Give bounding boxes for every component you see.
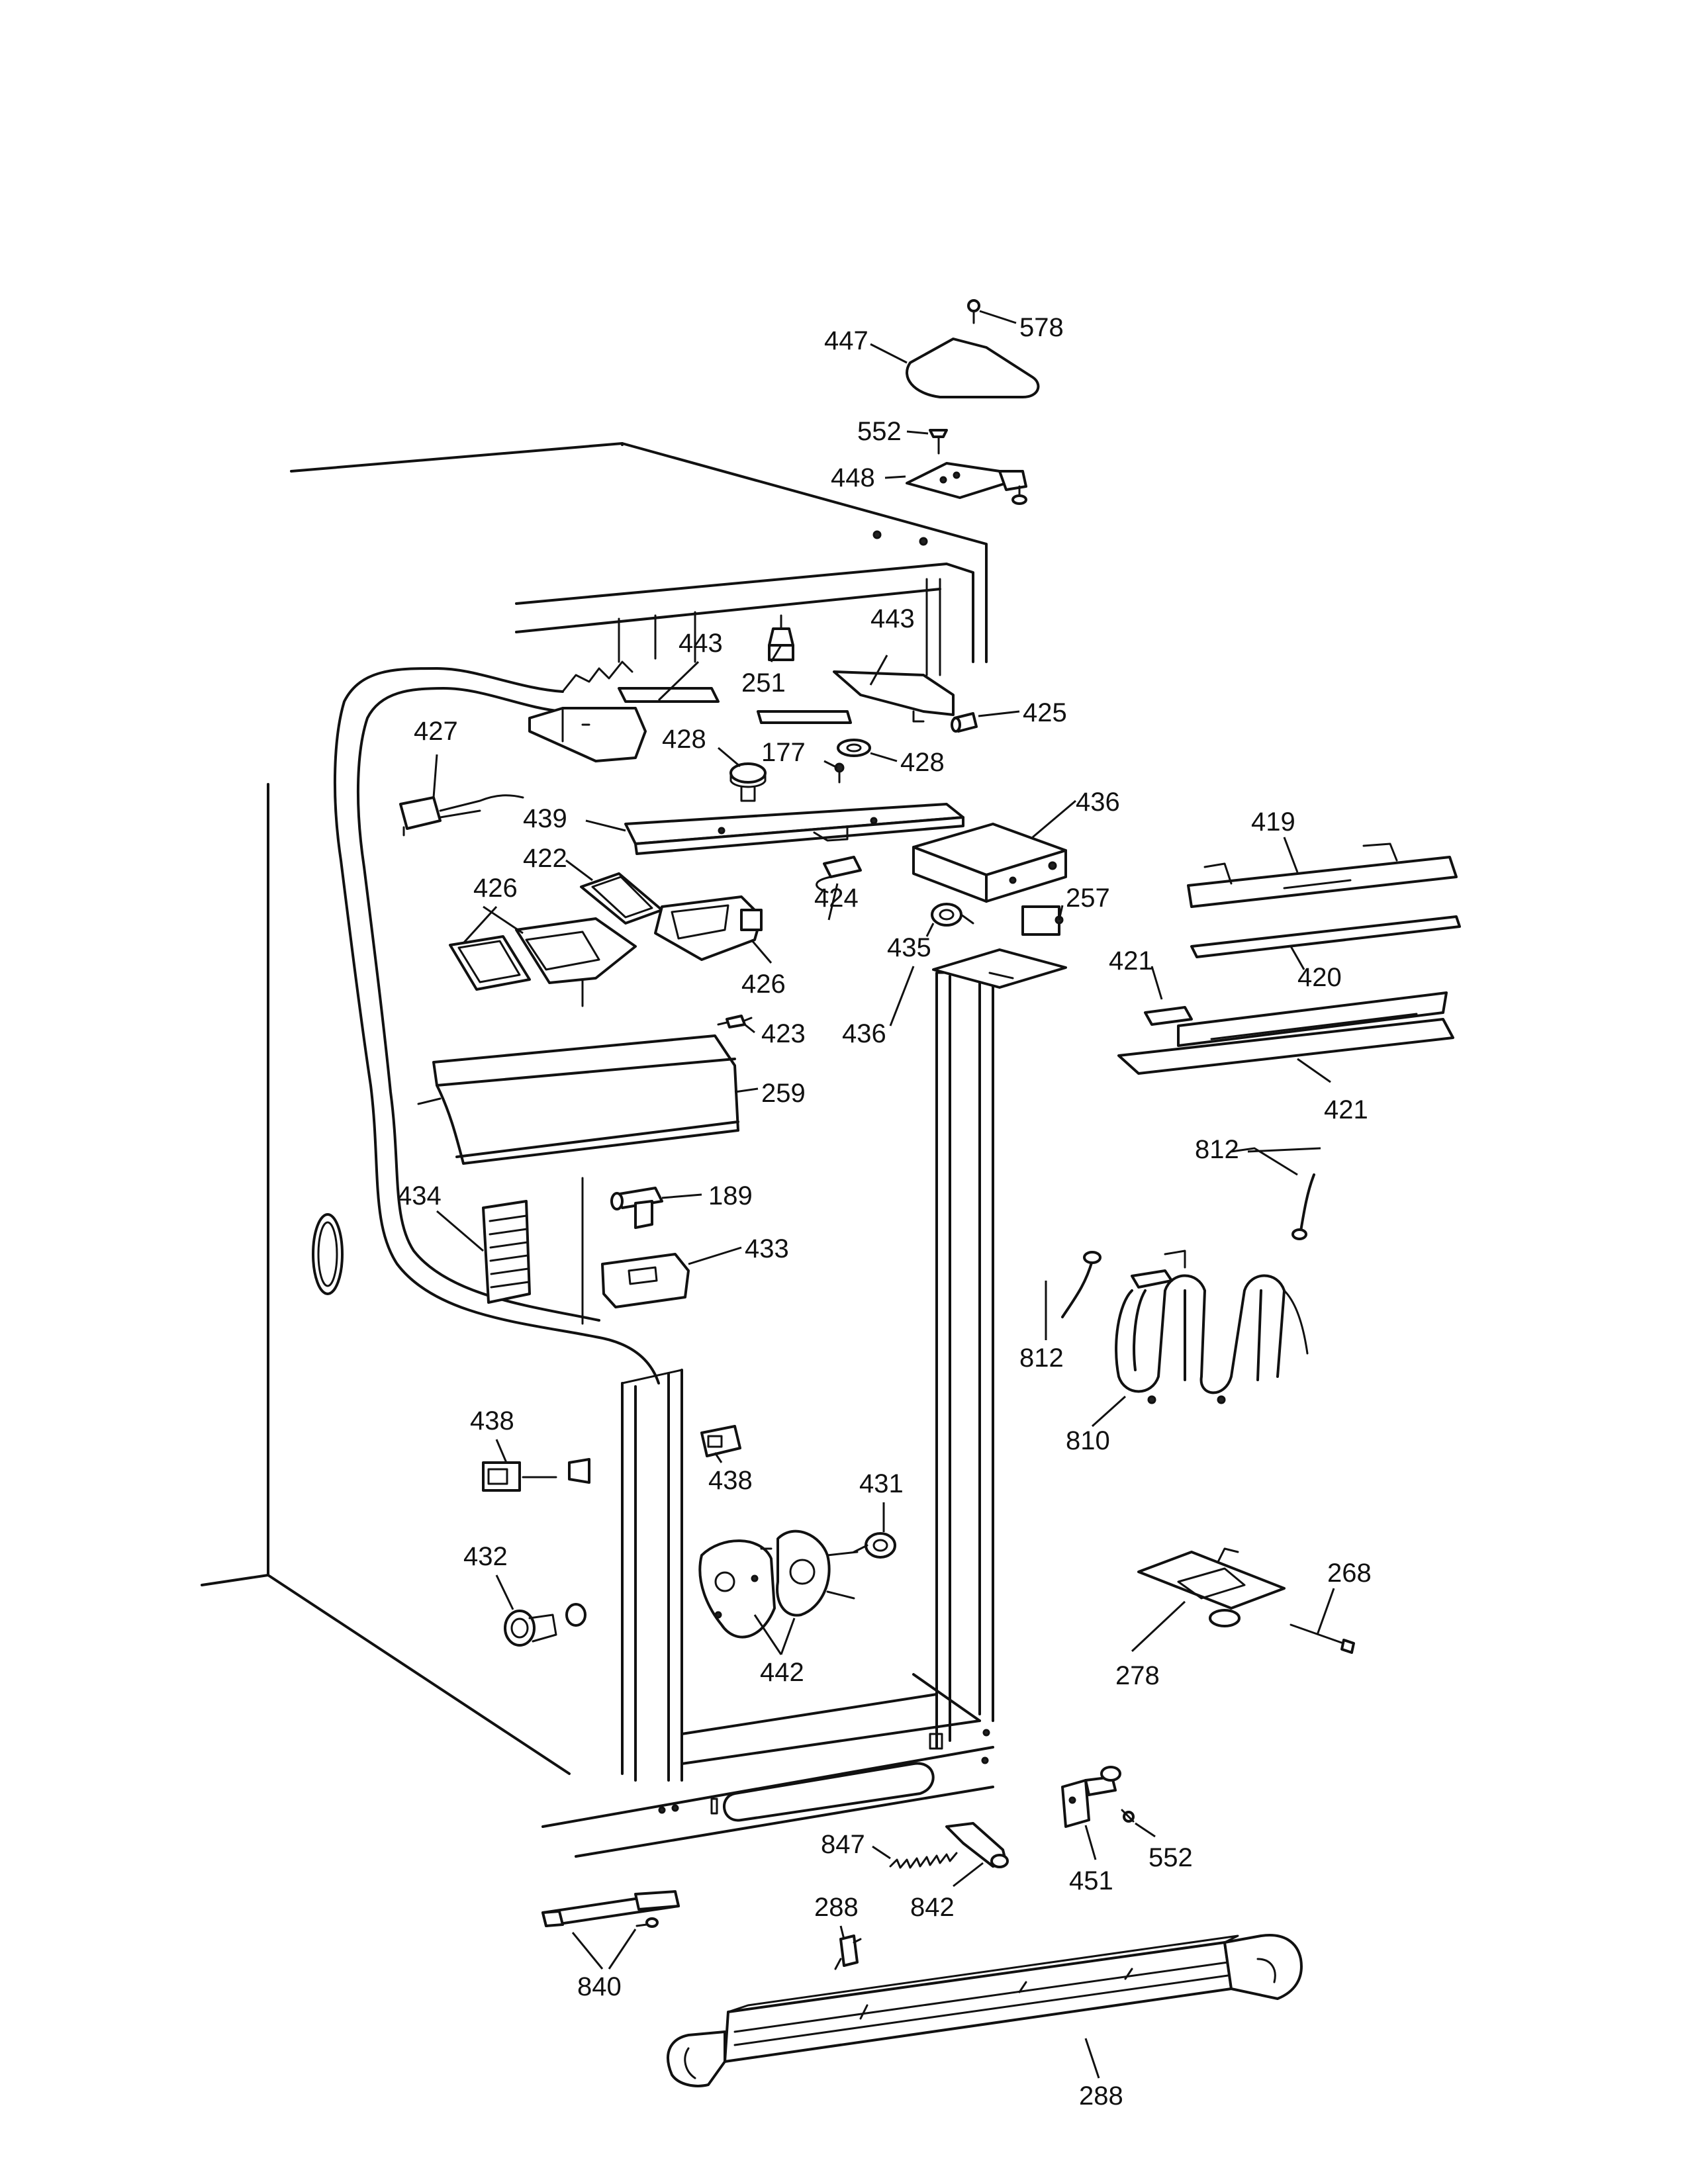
label-810: 810 xyxy=(1066,1426,1110,1455)
label-259: 259 xyxy=(761,1079,806,1108)
label-427: 427 xyxy=(414,717,458,746)
control-bracket-443-left xyxy=(528,687,720,762)
label-428-right: 428 xyxy=(900,748,945,777)
label-451: 451 xyxy=(1069,1866,1113,1895)
light-housing-421 xyxy=(1117,991,1454,1075)
label-251: 251 xyxy=(741,668,786,698)
label-425: 425 xyxy=(1023,698,1067,727)
pin-177 xyxy=(834,762,845,784)
control-box-436 xyxy=(912,823,1067,903)
label-436-bottom: 436 xyxy=(842,1019,886,1048)
label-419: 419 xyxy=(1251,807,1295,837)
light-shield-419 xyxy=(1187,842,1458,908)
part-labels: 578 447 552 448 443 443 251 425 427 428 … xyxy=(397,313,1372,2111)
label-847: 847 xyxy=(821,1830,865,1859)
label-426-right: 426 xyxy=(741,970,786,999)
door-stop-840 xyxy=(541,1890,680,1928)
control-knob-251 xyxy=(768,614,794,661)
label-552-top: 552 xyxy=(857,417,902,446)
label-424: 424 xyxy=(814,884,859,913)
label-177: 177 xyxy=(761,738,806,767)
label-421-bottom: 421 xyxy=(1324,1095,1368,1124)
label-288-clip: 288 xyxy=(814,1893,859,1922)
water-fitting-189 xyxy=(610,1187,663,1229)
base-grille-288 xyxy=(667,1934,1303,2087)
roller-bracket-278 xyxy=(1137,1547,1286,1627)
wire-connector-427 xyxy=(399,794,524,837)
control-housing-439 xyxy=(624,803,964,855)
label-278: 278 xyxy=(1115,1661,1160,1690)
label-423: 423 xyxy=(761,1019,806,1048)
label-268: 268 xyxy=(1327,1559,1372,1588)
label-443-right: 443 xyxy=(870,604,915,633)
label-431: 431 xyxy=(859,1469,904,1498)
top-hinge-448 xyxy=(906,462,1027,505)
label-426-left: 426 xyxy=(473,874,518,903)
label-422: 422 xyxy=(523,844,567,873)
switch-438-right xyxy=(700,1425,741,1457)
bushing-425 xyxy=(951,712,978,733)
drain-tube-812-lower xyxy=(1061,1259,1094,1318)
light-socket-435 xyxy=(931,903,974,927)
label-448: 448 xyxy=(831,463,875,492)
screw-552-bottom xyxy=(1121,1809,1135,1823)
air-duct-426-left xyxy=(449,935,531,991)
label-257: 257 xyxy=(1066,884,1110,913)
clip-288 xyxy=(834,1934,862,1970)
label-438-right: 438 xyxy=(708,1466,753,1495)
parts-drawings xyxy=(399,299,1461,2087)
label-812-upper: 812 xyxy=(1195,1135,1239,1164)
leveling-screw-268 xyxy=(1289,1623,1355,1654)
switch-438-left xyxy=(482,1458,590,1492)
lamp-socket-432 xyxy=(504,1603,586,1647)
defrost-heater-810 xyxy=(1115,1250,1309,1404)
damper-gear-428-left xyxy=(729,762,767,802)
label-288-grille: 288 xyxy=(1079,2081,1123,2111)
bottom-hinge-451 xyxy=(1061,1766,1121,1828)
label-435: 435 xyxy=(887,933,931,962)
label-433: 433 xyxy=(745,1234,789,1263)
refrigerator-cabinet xyxy=(201,442,994,1858)
air-duct-426-mid xyxy=(515,917,637,984)
label-842: 842 xyxy=(910,1893,955,1922)
label-812-lower: 812 xyxy=(1019,1343,1064,1373)
light-strip-420 xyxy=(1190,915,1461,958)
screw-578 xyxy=(967,299,980,324)
label-439: 439 xyxy=(523,804,567,833)
screw-552-top xyxy=(929,429,948,455)
control-bracket-443-right xyxy=(757,670,955,724)
hinge-cover-447 xyxy=(906,338,1040,398)
fan-motor-442 xyxy=(698,1529,859,1639)
vent-grille-434 xyxy=(482,1200,531,1304)
grille-422 xyxy=(580,872,663,925)
cam-842 xyxy=(945,1822,1009,1868)
label-578: 578 xyxy=(1019,313,1064,342)
label-434: 434 xyxy=(397,1181,442,1210)
label-436-top: 436 xyxy=(1076,788,1120,817)
leader-lines xyxy=(432,310,1335,2079)
label-442: 442 xyxy=(760,1658,804,1687)
bracket-433 xyxy=(601,1253,690,1308)
light-switch-431 xyxy=(853,1532,896,1559)
label-443-left: 443 xyxy=(679,629,723,658)
label-420: 420 xyxy=(1297,963,1342,992)
label-840: 840 xyxy=(577,1972,622,2001)
label-438-left: 438 xyxy=(470,1406,514,1435)
air-duct-426-right xyxy=(654,895,763,961)
spring-847 xyxy=(889,1852,958,1869)
label-447: 447 xyxy=(824,326,868,355)
label-432: 432 xyxy=(463,1542,508,1571)
label-189: 189 xyxy=(708,1181,753,1210)
relay-257 xyxy=(1021,905,1064,936)
label-421-top: 421 xyxy=(1109,946,1153,976)
drain-tube-812-upper xyxy=(1299,1173,1315,1232)
damper-gear-428-right xyxy=(837,739,871,757)
wire-harness-424 xyxy=(816,856,862,893)
label-552-bottom: 552 xyxy=(1149,1843,1193,1872)
evaporator-cover-259 xyxy=(417,1034,739,1165)
label-428-left: 428 xyxy=(662,725,706,754)
mounting-plate-436 xyxy=(932,948,1067,989)
